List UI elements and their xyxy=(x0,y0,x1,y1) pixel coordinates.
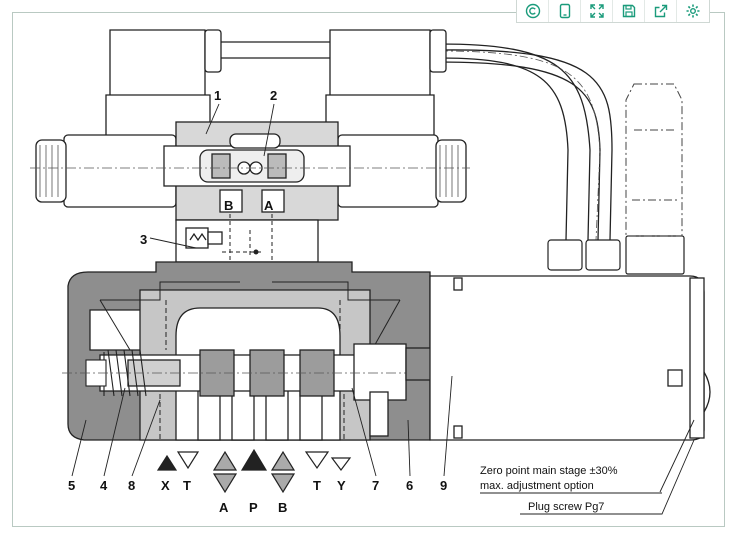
expand-button[interactable] xyxy=(581,0,613,22)
port-label-b: B xyxy=(278,500,287,515)
port-label-upper-a: A xyxy=(264,198,274,213)
callout-2: 2 xyxy=(270,88,277,103)
intermediate-plate xyxy=(175,219,319,263)
note-zero-point: Zero point main stage ±30% xyxy=(480,465,618,477)
save-icon xyxy=(622,4,635,18)
callout-1: 1 xyxy=(214,88,221,103)
port-symbols xyxy=(156,448,352,494)
port-label-y: Y xyxy=(337,478,346,493)
callout-6: 6 xyxy=(406,478,413,493)
viewer-toolbar xyxy=(516,0,710,23)
port-label-t-right: T xyxy=(313,478,321,493)
port-label-p: P xyxy=(249,500,258,515)
callout-4: 4 xyxy=(100,478,108,493)
copyright-button[interactable] xyxy=(517,0,549,22)
note-plug-screw: Plug screw Pg7 xyxy=(528,501,604,513)
port-label-upper-b: B xyxy=(224,198,233,213)
plug-outline xyxy=(625,83,683,237)
cable-bundle xyxy=(439,43,613,241)
solenoid-plug-right xyxy=(325,29,447,141)
port-label-x: X xyxy=(161,478,170,493)
port-label-t-left: T xyxy=(183,478,191,493)
note-adjustment: max. adjustment option xyxy=(480,480,594,492)
save-button[interactable] xyxy=(613,0,645,22)
pilot-valve-body xyxy=(163,121,351,221)
share-icon xyxy=(654,4,667,18)
settings-button[interactable] xyxy=(677,0,709,22)
share-button[interactable] xyxy=(645,0,677,22)
callout-5: 5 xyxy=(68,478,75,493)
tablet-view-button[interactable] xyxy=(549,0,581,22)
pilot-solenoid-left xyxy=(35,134,177,208)
callout-8: 8 xyxy=(128,478,135,493)
callout-9: 9 xyxy=(440,478,447,493)
settings-icon xyxy=(686,4,700,18)
callout-7: 7 xyxy=(372,478,379,493)
pilot-solenoid-right xyxy=(337,134,467,208)
callout-3: 3 xyxy=(140,232,147,247)
cable-glands xyxy=(547,235,685,275)
copyright-icon xyxy=(525,3,540,19)
expand-icon xyxy=(589,4,604,18)
tablet-icon xyxy=(559,3,570,19)
solenoid-plug-left xyxy=(105,29,330,141)
port-label-a: A xyxy=(219,500,229,515)
integrated-electronics xyxy=(429,275,711,441)
